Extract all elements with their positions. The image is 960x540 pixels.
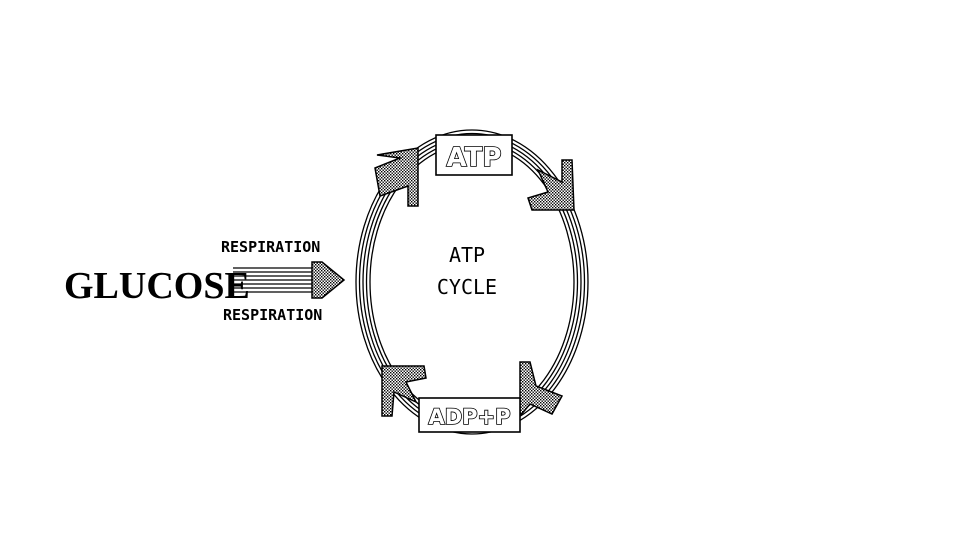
- adp-box-label: ADP+P: [428, 405, 510, 429]
- cycle-arrow-top-right: [527, 159, 575, 211]
- atp-box-label: ATP: [447, 143, 502, 173]
- cycle-label-line1: ATP: [449, 243, 485, 267]
- atp-box: ATP: [435, 134, 513, 176]
- cycle-label-line2: CYCLE: [437, 275, 497, 299]
- respiration-label-bottom: RESPIRATION: [223, 306, 322, 324]
- respiration-label-top: RESPIRATION: [221, 238, 320, 256]
- cycle-arrow-top-left: [374, 147, 419, 207]
- glucose-label: GLUCOSE: [64, 265, 250, 307]
- cycle-arrow-bottom-left: [381, 365, 427, 417]
- cycle-arrow-bottom-right: [519, 361, 564, 419]
- adp-box: ADP+P: [418, 397, 521, 433]
- input-arrow: [233, 261, 346, 299]
